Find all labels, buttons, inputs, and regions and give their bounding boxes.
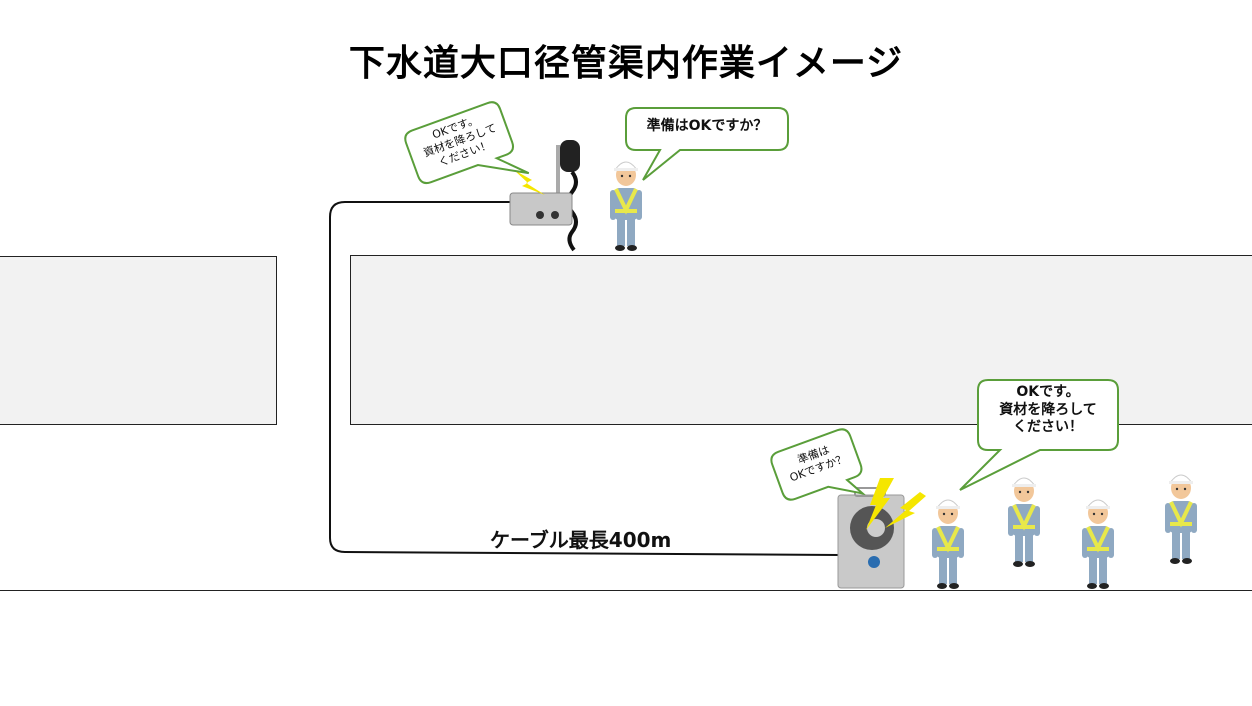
speaker-unit-icon (837, 487, 905, 589)
bubble-text: 準備はOKですか？ (646, 118, 768, 134)
worker-figure (930, 498, 966, 591)
bubble-line: ください！ (1013, 419, 1083, 435)
worker-figure (1080, 498, 1116, 591)
worker-figure (1163, 473, 1199, 566)
speech-bubble (625, 107, 789, 181)
worker-figure (608, 160, 644, 253)
cable-length-label: ケーブル最長400m (490, 528, 672, 552)
speech-bubble (404, 101, 530, 185)
bubble-text: OKです。 資材を降ろして ください！ (978, 384, 1118, 437)
speech-bubble (770, 428, 867, 501)
speech-bubble (959, 379, 1119, 491)
ground-line (0, 590, 1252, 591)
signal-bolt-icon (866, 478, 894, 530)
base-station-icon (509, 140, 580, 252)
page-title: 下水道大口径管渠内作業イメージ (348, 43, 904, 84)
signal-bolt-icon (885, 492, 926, 528)
signal-bolt-icon (514, 170, 545, 195)
bubble-line: 資材を降ろして (999, 401, 1097, 418)
pipe-section-left (0, 256, 277, 425)
bubble-line: OKです。 (1016, 384, 1080, 400)
worker-figure (1006, 476, 1042, 569)
cable (329, 201, 841, 556)
